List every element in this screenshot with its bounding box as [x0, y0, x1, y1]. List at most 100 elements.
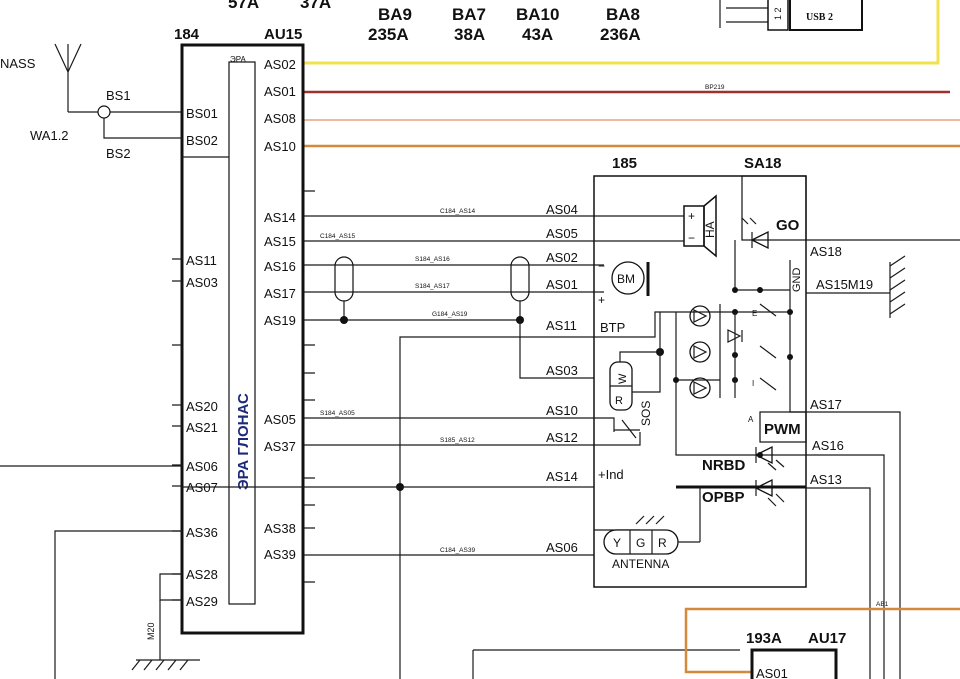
- pin-184-as39: AS39: [264, 547, 296, 562]
- ground-m19-symbol: [889, 255, 906, 318]
- colored-wires: BP219: [302, 0, 960, 148]
- wire-tag-ab1: AB1: [876, 601, 889, 608]
- wire-tag-c184-as15: C184_AS15: [320, 233, 355, 240]
- unit-193a-connector: AU17: [808, 630, 846, 647]
- pin-185-as05: AS05: [546, 226, 578, 241]
- wire-tag-s184-as16: S184_AS16: [415, 256, 450, 263]
- unit-193a: AB1 193A AU17 AS01: [684, 601, 960, 679]
- wire-tag-s185-as12: S185_AS12: [440, 437, 475, 444]
- antenna-bs1: BS1: [106, 88, 131, 103]
- opbp-led-icon: [754, 478, 785, 507]
- ground-label-m20: M20: [146, 622, 156, 640]
- usb-pin-numbers: 1 2: [773, 7, 783, 20]
- pin-184-as03: AS03: [186, 275, 218, 290]
- nrbd-led-icon: [754, 445, 785, 471]
- unit-184-connector: AU15: [264, 26, 302, 43]
- fuse-57a-label: 57A: [228, 0, 259, 12]
- antenna-label-g: G: [636, 536, 645, 550]
- wire-tag-s184-as17: S184_AS17: [415, 283, 450, 290]
- pin-184-as05: AS05: [264, 412, 296, 427]
- antenna-id: WA1.2: [30, 128, 69, 143]
- fuse-ba7-amp: 38A: [454, 25, 485, 44]
- pin-184-as10: AS10: [264, 139, 296, 154]
- speaker-plus: +: [688, 209, 695, 223]
- wire-tag-bp219: BP219: [705, 84, 725, 91]
- pin-184-as02: AS02: [264, 57, 296, 72]
- pin-184-as20: AS20: [186, 399, 218, 414]
- label-antenna: ANTENNA: [612, 557, 669, 571]
- go-led-icon: GO: [741, 217, 800, 250]
- microphone-plus: +: [598, 293, 605, 307]
- fuse-ba10-amp: 43A: [522, 25, 553, 44]
- pin-184-as21: AS21: [186, 420, 218, 435]
- pin-184-as29: AS29: [186, 594, 218, 609]
- wire-tag-c184-as39: C184_AS39: [440, 547, 475, 554]
- antenna-label-r: R: [658, 536, 667, 550]
- antenna-bs2: BS2: [106, 146, 131, 161]
- switch-label-i: I: [752, 379, 754, 388]
- left-wires: M20: [0, 465, 200, 679]
- signal-wires: C184_AS14 C184_AS15 S184_AS16 S184_AS17 …: [182, 208, 740, 679]
- antenna-label-y: Y: [613, 536, 621, 550]
- speaker-icon: + − HA: [683, 194, 717, 258]
- pin-184-as19: AS19: [264, 313, 296, 328]
- pin-184-as06: AS06: [186, 459, 218, 474]
- unit-185-connector: SA18: [744, 155, 782, 172]
- label-pwm: PWM: [764, 421, 801, 438]
- pin-185-as12: AS12: [546, 430, 578, 445]
- pin-185-as18: AS18: [810, 244, 842, 259]
- usb-connector: 1 2 USB 2: [719, 0, 863, 31]
- pin-185-as10: AS10: [546, 403, 578, 418]
- unit-185: 185 SA18 AS04 AS05 AS02 AS01 AS11 AS03 A…: [546, 155, 960, 679]
- pin-184-as11: AS11: [186, 253, 217, 268]
- sos-label: SOS: [639, 401, 653, 426]
- wire-tag-c184-as14: C184_AS14: [440, 208, 475, 215]
- microphone-minus: −: [598, 259, 605, 273]
- fuse-37a-label: 37A: [300, 0, 331, 12]
- fuse-ba9-label: BA9: [378, 5, 412, 24]
- unit-184-number: 184: [174, 26, 200, 43]
- pin-185-as17: AS17: [810, 397, 842, 412]
- antenna-indicator: Y G R ANTENNA: [603, 487, 701, 571]
- label-ind: +Ind: [598, 467, 624, 482]
- glonass-antenna: NASS BS1 BS2 WA1.2: [0, 43, 182, 161]
- pin-185-as14: AS14: [546, 469, 578, 484]
- unit-193a-number: 193A: [746, 630, 782, 647]
- fuse-ba7-label: BA7: [452, 5, 486, 24]
- unit-184-name: ЭРА ГЛОНАС: [235, 393, 252, 490]
- pin-185-as16: AS16: [812, 438, 844, 453]
- label-go: GO: [776, 217, 800, 234]
- pin-184-as15: AS15: [264, 234, 296, 249]
- pin-184-as36: AS36: [186, 525, 218, 540]
- pin-184-as01: AS01: [264, 84, 296, 99]
- microphone-icon: BM − +: [598, 259, 650, 307]
- pin-185-as11: AS11: [546, 318, 577, 333]
- pin-184-as28: AS28: [186, 567, 218, 582]
- label-nrbd: NRBD: [702, 457, 745, 474]
- unit-184: 184 AU15 ЭРА ЭРА ГЛОНАС BS01 BS02 AS11 A…: [172, 26, 315, 635]
- label-gnd: GND: [791, 268, 803, 293]
- pin-184-as37: AS37: [264, 439, 296, 454]
- pin-185-as01: AS01: [546, 277, 578, 292]
- pin-185-as13: AS13: [810, 472, 842, 487]
- unit-185-number: 185: [612, 155, 637, 172]
- led-cluster: [689, 304, 743, 399]
- label-btp: BTP: [600, 320, 625, 335]
- pin-184-as14: AS14: [264, 210, 296, 225]
- wire-tag-g184-as19: G184_AS19: [432, 311, 468, 318]
- pin-184-as38: AS38: [264, 521, 296, 536]
- wire-tag-s184-as05: S184_AS05: [320, 410, 355, 417]
- fuse-ba8-label: BA8: [606, 5, 640, 24]
- pin-184-bs02: BS02: [186, 133, 218, 148]
- pin-184-as17: AS17: [264, 286, 296, 301]
- yellow-wire: [302, 0, 940, 65]
- pin-185-as04: AS04: [546, 202, 578, 217]
- pin-185-as15m19: AS15M19: [816, 277, 873, 292]
- pin-185-as06: AS06: [546, 540, 578, 555]
- sos-label-w: W: [617, 373, 629, 384]
- sos-label-r: R: [615, 395, 623, 407]
- fuse-ba10-label: BA10: [516, 5, 559, 24]
- label-opbp: OPBP: [702, 489, 745, 506]
- switch-label-a: A: [748, 415, 754, 424]
